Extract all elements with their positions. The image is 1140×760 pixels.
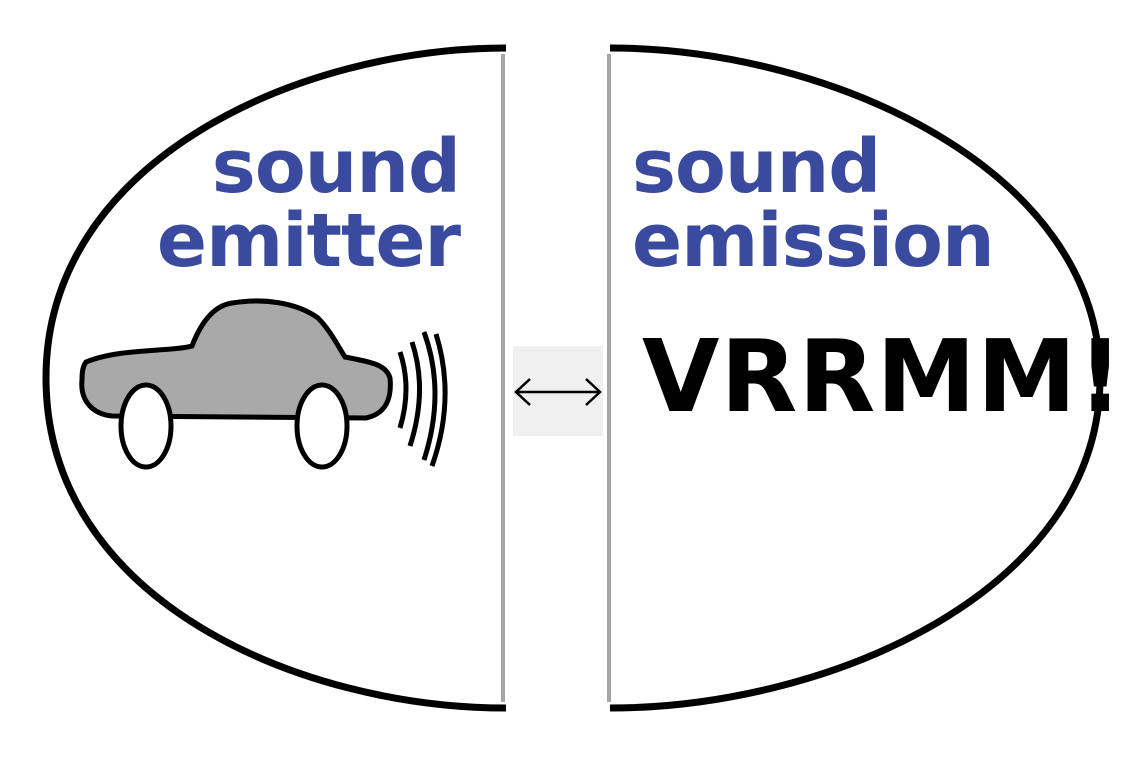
right-half-ellipse — [609, 44, 1104, 712]
car-icon — [79, 298, 393, 470]
left-half-ellipse — [42, 44, 507, 712]
car-wheel-rear — [118, 382, 174, 470]
sound-waves-icon — [397, 331, 448, 467]
emitter-title-line1: sound — [211, 124, 461, 210]
emission-title-line2: emission — [632, 198, 995, 284]
double-arrow-icon — [514, 378, 602, 406]
emission-title-line1: sound — [632, 124, 881, 210]
sound-word: VRRMM! — [642, 318, 1125, 435]
car-wheel-front — [294, 382, 350, 470]
emitter-title-line2: emitter — [156, 198, 461, 284]
